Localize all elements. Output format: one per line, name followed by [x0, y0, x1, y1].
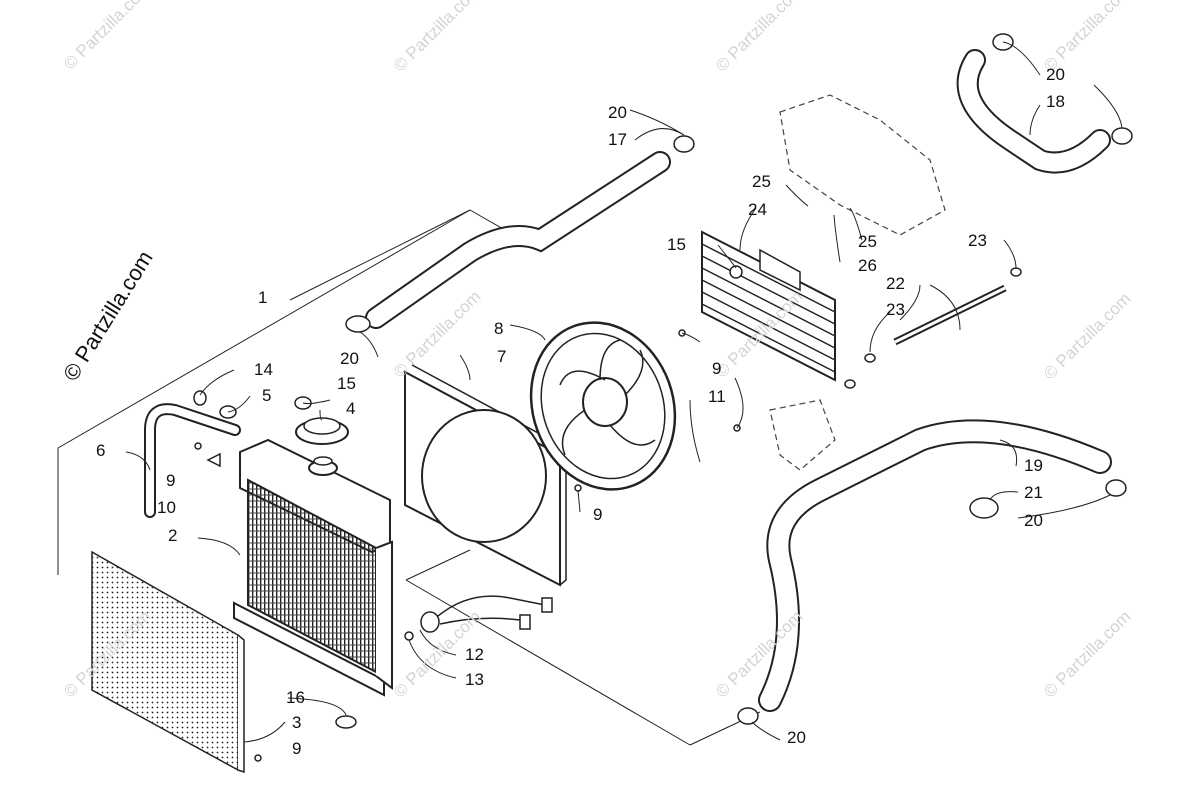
callout-7: 7: [497, 347, 507, 366]
callout-1: 1: [258, 288, 268, 307]
callout-3: 3: [292, 713, 302, 732]
callout-5: 5: [262, 386, 272, 405]
temperature-switch-part: [420, 595, 553, 633]
callout-23-mid: 23: [886, 300, 905, 319]
callout-9-top: 9: [712, 359, 722, 378]
callout-20-right: 20: [1024, 511, 1043, 530]
callout-18: 18: [1046, 92, 1065, 111]
callout-16: 16: [286, 688, 305, 707]
callout-9-shroud: 9: [593, 505, 603, 524]
assembly-outline: [57, 209, 761, 746]
callout-20-topright: 20: [1046, 65, 1065, 84]
callout-17: 17: [608, 130, 627, 149]
callout-14: 14: [254, 360, 273, 379]
callout-11: 11: [708, 387, 726, 406]
callout-20-left: 20: [340, 349, 359, 368]
callout-26: 26: [858, 256, 877, 275]
callout-24: 24: [748, 200, 767, 219]
callout-15-cooler: 15: [667, 235, 686, 254]
radiator-part: [233, 438, 393, 697]
callout-20-bottom: 20: [787, 728, 806, 747]
fan-part: [529, 321, 677, 491]
callout-9-left: 9: [166, 471, 176, 490]
callout-13: 13: [465, 670, 484, 689]
callout-4: 4: [346, 399, 356, 418]
callout-10: 10: [157, 498, 176, 517]
callout-6: 6: [96, 441, 106, 460]
oil-cooler-part: [701, 230, 836, 382]
engine-phantom: [769, 94, 946, 471]
fan-shroud-part: [404, 364, 567, 587]
callout-15-rad: 15: [337, 374, 356, 393]
clamps: [345, 33, 1133, 725]
callout-25-left: 25: [752, 172, 771, 191]
callout-9-bottom: 9: [292, 739, 302, 758]
callout-21: 21: [1024, 483, 1043, 502]
callout-12: 12: [465, 645, 484, 664]
radiator-cap-part: [295, 417, 349, 445]
callout-20-upper: 20: [608, 103, 627, 122]
callout-2: 2: [168, 526, 178, 545]
callout-8: 8: [494, 319, 504, 338]
callout-25-right: 25: [858, 232, 877, 251]
callout-19: 19: [1024, 456, 1043, 475]
callout-22: 22: [886, 274, 905, 293]
lower-hose-part: [758, 419, 1112, 712]
screen-part: [91, 550, 245, 774]
leader-lines: [125, 41, 1123, 743]
callout-23-right: 23: [968, 231, 987, 250]
